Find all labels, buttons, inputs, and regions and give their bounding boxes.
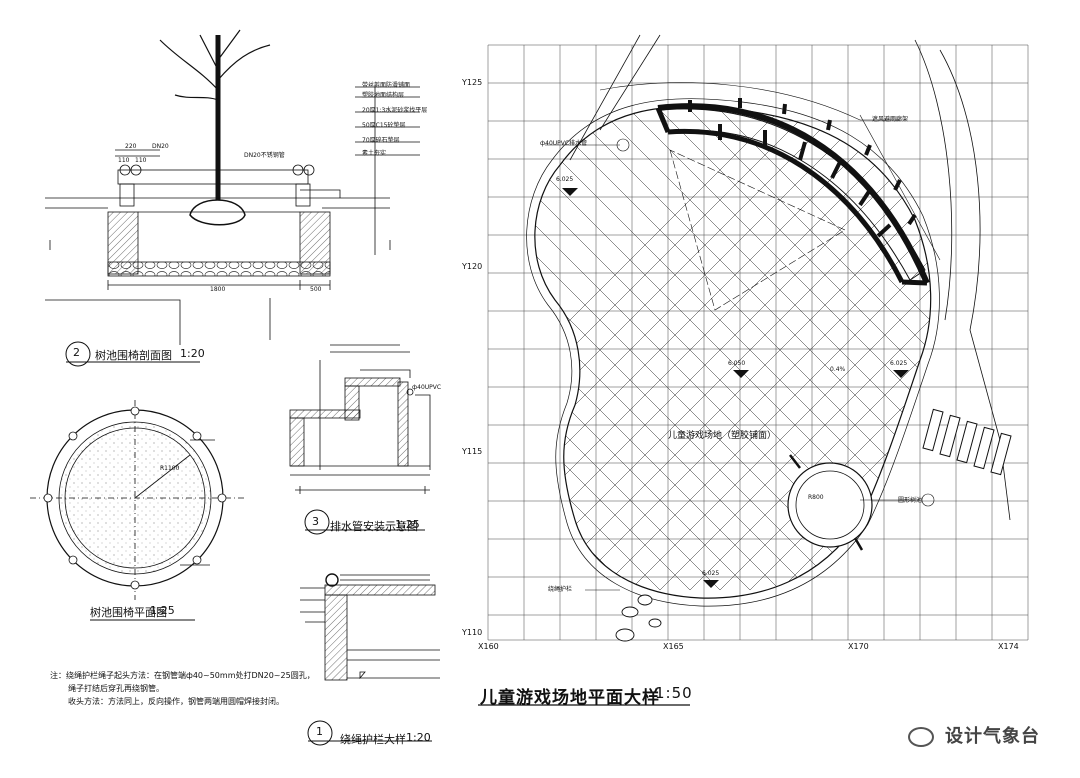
layer-label: 50厚C15砼垫层 — [362, 122, 406, 129]
title-bubbles — [65, 341, 432, 746]
watermark-text: 设计气象台 — [945, 726, 1040, 747]
dim-label: 220 — [125, 143, 137, 150]
tree-plan-scale: 1:25 — [150, 604, 175, 617]
dim-label: 500 — [310, 286, 322, 293]
dim-label: 110 — [135, 157, 147, 164]
grid-x-label: X170 — [848, 642, 869, 651]
layer-label: 20厚1:3水泥砂浆找平层 — [362, 107, 428, 114]
radius-label: R800 — [808, 494, 824, 501]
section3-scale: 1:25 — [395, 518, 420, 531]
rope-railing-detail — [300, 573, 440, 681]
layer-label: 70厚碎石垫层 — [362, 137, 400, 144]
drain-detail — [289, 344, 431, 494]
elevation-label: 6.025 — [702, 570, 720, 577]
layer-label: 带丝剪面防滑铺面 — [362, 82, 411, 89]
elevation-label: 6.025 — [556, 176, 574, 183]
note-line: 注：绕绳护栏绳子起头方法：在钢管端ф40~50mm处打DN20~25圆孔， — [50, 671, 315, 680]
wechat-icon — [907, 727, 934, 747]
section2-title: 树池围椅剖面图 — [95, 349, 172, 362]
elevation-label: 6.050 — [728, 360, 746, 367]
section3-number: 3 — [312, 515, 319, 528]
layer-label: 塑胶地面结构层 — [362, 92, 405, 99]
rope-label: 绕绳护栏 — [548, 586, 573, 593]
section1-title: 绕绳护栏大样 — [340, 733, 406, 746]
tree-plan-title: 树池围椅平面图 — [90, 606, 167, 619]
section2-scale: 1:20 — [180, 347, 205, 360]
slope-label: 0.4% — [830, 366, 846, 373]
tree-pool-plan — [30, 400, 245, 600]
dim-label: DN20 — [152, 143, 169, 150]
section3-title: 排水管安装示意图 — [330, 520, 418, 533]
grid-y-label: Y125 — [462, 78, 483, 87]
seat-label: 圆形树池 — [898, 497, 923, 504]
plan-scale: 1:50 — [655, 684, 693, 702]
section1-number: 1 — [316, 725, 323, 738]
section2-number: 2 — [73, 346, 80, 359]
section1-scale: 1:20 — [406, 731, 431, 744]
grid-y-label: Y120 — [462, 262, 483, 271]
dim-label: 1800 — [210, 286, 226, 293]
note-line: 绳子打结后穿孔再绕钢管。 — [68, 684, 164, 693]
tree-pool-section — [45, 29, 420, 345]
grid-x-label: X160 — [478, 642, 499, 651]
corridor-label: 遮风避雨廊架 — [872, 116, 909, 123]
grid-y-label: Y115 — [462, 447, 483, 456]
pipe-label: ф40UPVC排水管 — [540, 140, 588, 147]
grid-x-label: X165 — [663, 642, 684, 651]
playground-plan — [478, 34, 1029, 706]
drain-note: ф40UPVC — [412, 384, 442, 391]
grid-y-label: Y110 — [462, 628, 483, 637]
radius-note: R1100 — [160, 465, 180, 472]
watermark: 设计气象台 — [907, 722, 1040, 748]
playground-label: 儿童游戏场地（塑胶铺面） — [668, 431, 777, 441]
note-line: 收头方法：方法同上，反向操作，钢管两端用圆帽焊接封闭。 — [68, 697, 284, 706]
dim-label: 110 — [118, 157, 130, 164]
plan-title: 儿童游戏场地平面大样 — [480, 688, 660, 708]
layer-label: 素土夯实 — [362, 150, 387, 157]
elevation-label: 6.025 — [890, 360, 908, 367]
pipe-note: DN20不锈钢管 — [244, 152, 285, 159]
grid-x-label: X174 — [998, 642, 1019, 651]
